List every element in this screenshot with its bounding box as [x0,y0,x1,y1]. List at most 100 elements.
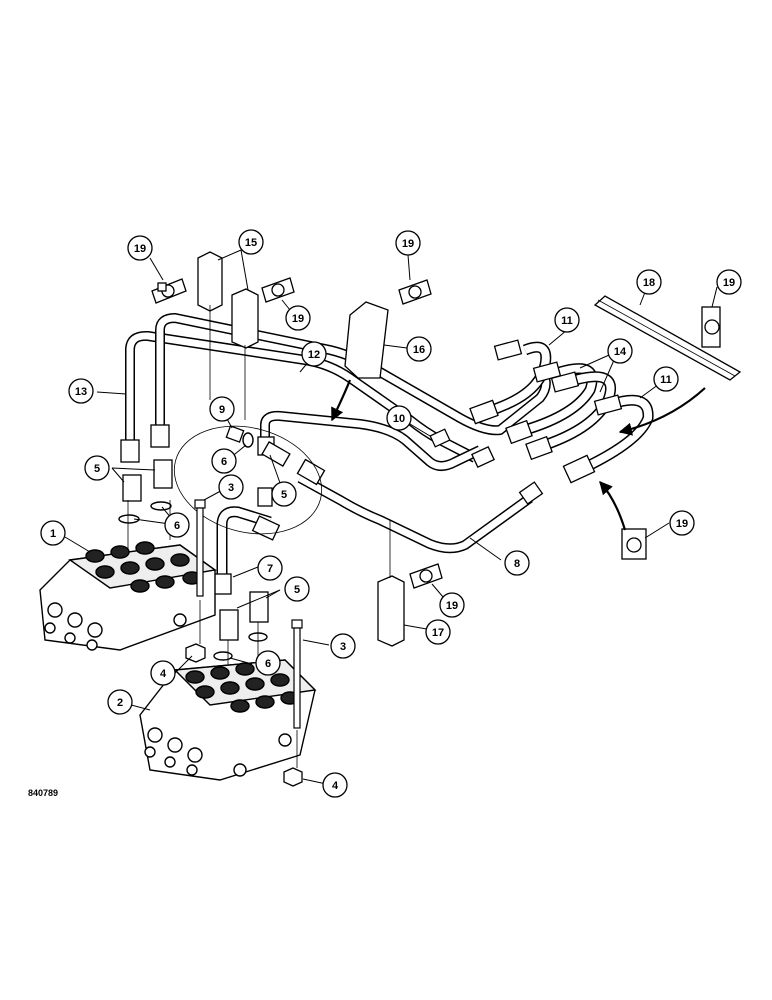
callout-8: 8 [504,550,530,576]
callout-circle [271,481,297,507]
callout-circle [68,378,94,404]
block-17 [377,575,405,647]
tube-13 [125,330,478,463]
callout-label: 18 [643,277,655,289]
tube-fittings [120,339,623,595]
callout-label: 3 [228,482,234,494]
callout-label: 7 [267,563,273,575]
callout-5: 5 [284,576,310,602]
callout-12: 12 [301,341,327,367]
callout-circle [255,650,281,676]
callout-6: 6 [211,448,237,474]
callout-19: 19 [716,269,742,295]
callout-label: 19 [723,277,735,289]
callout-label: 6 [221,456,227,468]
callout-16: 16 [406,336,432,362]
callout-label: 13 [75,386,87,398]
callout-7: 7 [257,555,283,581]
callout-label: 2 [117,697,123,709]
callout-circle [386,405,412,431]
callout-circle [238,229,264,255]
callout-13: 13 [68,378,94,404]
callout-label: 10 [393,413,405,425]
callout-label: 4 [332,780,339,792]
callout-5: 5 [84,455,110,481]
callout-14: 14 [607,338,633,364]
callout-circle [285,305,311,331]
callout-circle [653,366,679,392]
assembly-arrows [331,379,706,531]
tube-7 [216,506,272,590]
callout-19: 19 [285,305,311,331]
callout-label: 9 [219,404,225,416]
clamps-19 [151,277,721,589]
callout-3: 3 [218,474,244,500]
callout-circle [84,455,110,481]
callout-17: 17 [425,619,451,645]
callout-label: 15 [245,237,257,249]
callout-label: 5 [281,489,287,501]
callout-circle [257,555,283,581]
callout-label: 19 [676,518,688,530]
control-valve-2 [139,659,317,781]
blocks-15 [197,251,259,349]
oring-leader-ellipse [173,425,323,535]
plug-9 [225,425,245,443]
callout-circle [284,576,310,602]
callout-19: 19 [127,235,153,261]
control-valve-1 [39,541,217,651]
callout-6: 6 [164,512,190,538]
callout-4: 4 [150,660,176,686]
callout-circle [406,336,432,362]
callout-label: 14 [614,346,627,358]
callout-1: 1 [40,520,66,546]
callout-label: 4 [160,668,167,680]
hose-11-lower [587,394,654,470]
callout-circle [209,396,235,422]
callout-circle [301,341,327,367]
callout-4: 4 [322,772,348,798]
callout-label: 17 [432,627,444,639]
drawing-number: 840789 [28,788,58,798]
callout-circle [127,235,153,261]
callout-label: 11 [660,374,672,386]
callout-circle [107,689,133,715]
callout-circle [395,230,421,256]
callout-label: 19 [292,313,304,325]
callout-circle [669,510,695,536]
callout-circle [164,512,190,538]
callout-label: 19 [134,243,146,255]
callout-circle [716,269,742,295]
callout-2: 2 [107,689,133,715]
callout-circle [439,592,465,618]
callout-label: 12 [308,349,320,361]
callout-circle [607,338,633,364]
callout-circle [425,619,451,645]
callout-circle [636,269,662,295]
tube-10 [260,410,483,471]
callout-19: 19 [669,510,695,536]
callout-19: 19 [439,592,465,618]
callout-circle [150,660,176,686]
callout-label: 3 [340,641,346,653]
callout-circle [40,520,66,546]
callout-11: 11 [554,307,580,333]
callout-circle [330,633,356,659]
callout-19: 19 [395,230,421,256]
callout-label: 1 [50,528,56,540]
callout-label: 8 [514,558,520,570]
callout-label: 19 [446,600,458,612]
callout-3: 3 [330,633,356,659]
callout-label: 16 [413,344,425,356]
adapter-fittings-5 [122,441,291,641]
callout-9: 9 [209,396,235,422]
callout-circle [504,550,530,576]
channel-18 [593,295,742,381]
callout-label: 11 [561,315,573,327]
callout-6: 6 [255,650,281,676]
callout-label: 6 [174,520,180,532]
callout-11: 11 [653,366,679,392]
bolts-3 [194,499,303,729]
